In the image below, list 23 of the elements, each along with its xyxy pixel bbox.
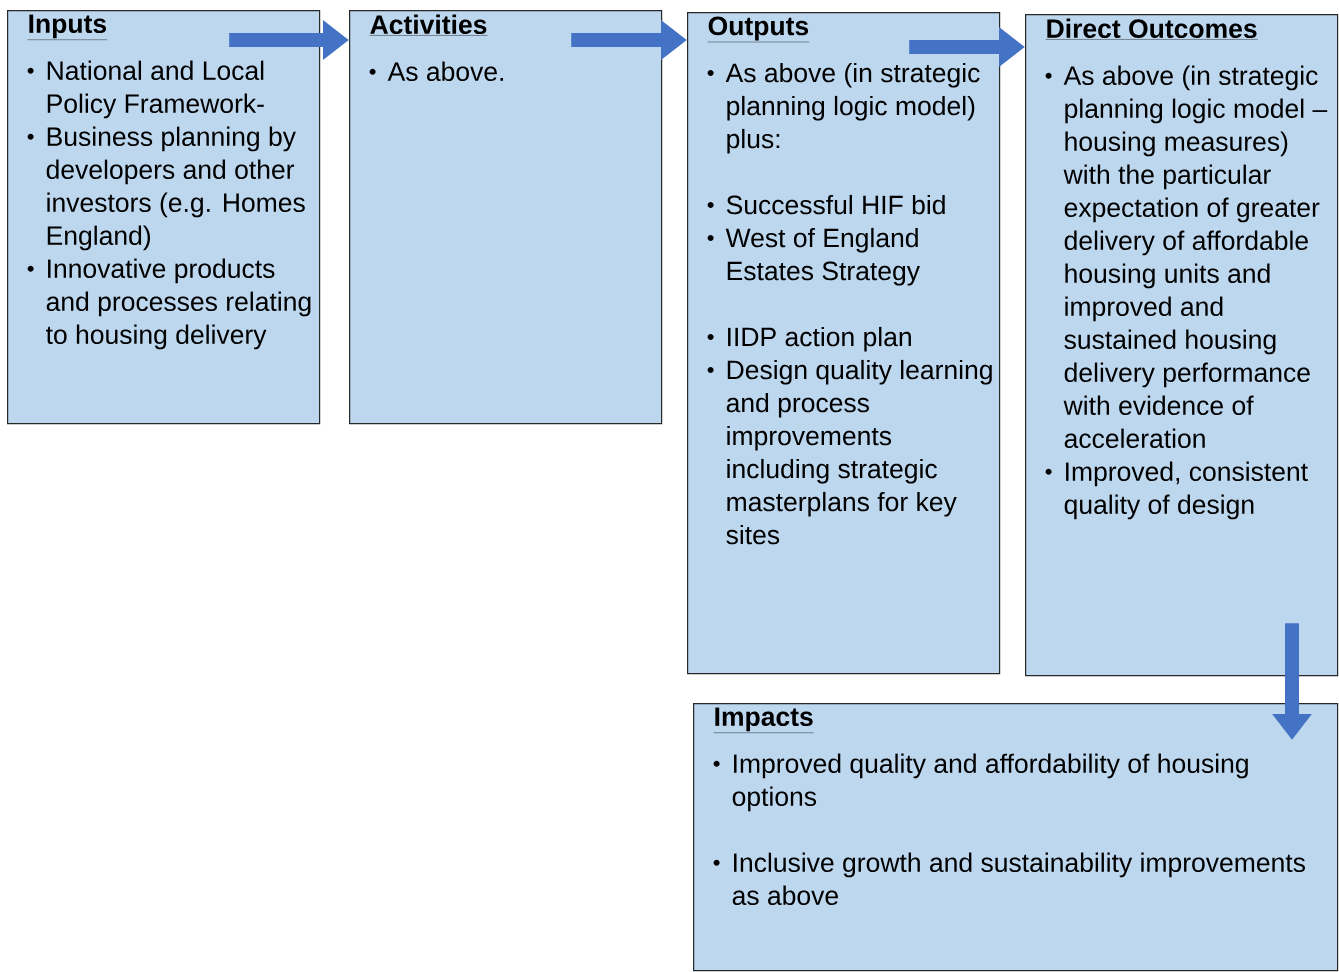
- bullet-item: As above (in strategic planning logic model – housing measures) with the particular expectation of greater delivery of affordable housing units and improved and sustained housing delivery performance with evidence of acceleration: [1045, 65, 1328, 449]
- process-box: [7, 10, 321, 425]
- bullet-item: Design quality learning and process improvements including strategic masterplans for key sites: [707, 359, 992, 545]
- bullet-item: Business planning by developers and other investors (e.g. Homes England): [27, 126, 305, 251]
- bullet-item: West of England Estates Strategy: [707, 227, 920, 286]
- process-box: [687, 12, 1001, 675]
- box-heading: Direct Outcomes: [1045, 18, 1258, 40]
- box-heading: Impacts: [713, 707, 814, 733]
- box-heading: Outputs: [707, 16, 810, 43]
- bullet-item: As above.: [369, 61, 503, 82]
- box-heading: Activities: [369, 14, 488, 36]
- process-box: [1025, 14, 1339, 677]
- bullet-item: National and Local Policy Framework-: [27, 60, 264, 119]
- bullet-item: Innovative products and processes relating to housing delivery: [27, 258, 311, 350]
- bullet-item: Inclusive growth and sustainability improvements as above: [713, 852, 1305, 906]
- bullet-item: Successful HIF bid: [707, 194, 945, 215]
- bullet-item: As above (in strategic planning logic model) plus:: [707, 62, 980, 154]
- bullet-item: Improved, consistent quality of design: [1045, 461, 1308, 520]
- process-box: [693, 703, 1339, 972]
- bullet-item: Improved quality and affordability of housing options: [713, 753, 1248, 812]
- box-heading: Inputs: [27, 14, 108, 40]
- bullet-item: IIDP action plan: [707, 326, 911, 352]
- process-box: [349, 10, 663, 425]
